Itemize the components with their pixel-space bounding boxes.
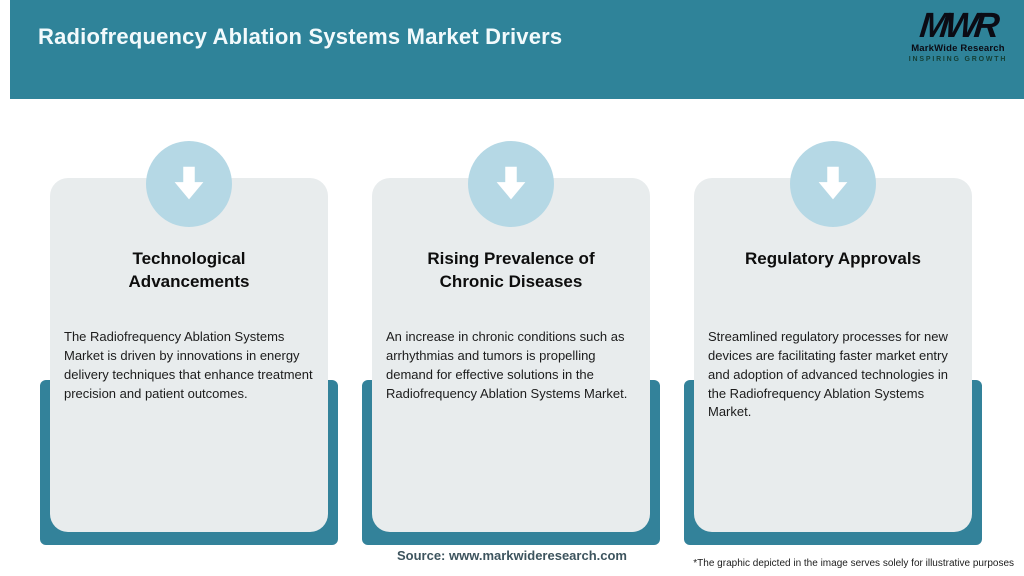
card-title: Regulatory Approvals [744, 249, 922, 268]
driver-card-group: Regulatory Approvals Streamlined regulat… [684, 141, 982, 545]
brand-logo: MWR MarkWide Research INSPIRING GROWTH [904, 6, 1012, 63]
header-bar: Radiofrequency Ablation Systems Market D… [10, 0, 1024, 99]
logo-monogram: MWR [918, 6, 998, 45]
down-arrow-icon [790, 141, 876, 227]
disclaimer-text: *The graphic depicted in the image serve… [693, 558, 1014, 569]
card-body: An increase in chronic conditions such a… [386, 329, 628, 401]
driver-card-group: Rising Prevalence of Chronic Diseases An… [362, 141, 660, 545]
down-arrow-icon [146, 141, 232, 227]
logo-tagline: INSPIRING GROWTH [908, 55, 1008, 63]
page-title: Radiofrequency Ablation Systems Market D… [38, 24, 563, 49]
driver-card: Regulatory Approvals Streamlined regulat… [694, 178, 972, 532]
source-text: Source: www.markwideresearch.com [396, 548, 627, 563]
down-arrow-icon [468, 141, 554, 227]
card-body: The Radiofrequency Ablation Systems Mark… [64, 329, 313, 401]
card-title: Rising Prevalence of Chronic Diseases [427, 249, 595, 291]
card-title: Technological Advancements [128, 249, 250, 291]
card-body: Streamlined regulatory processes for new… [708, 329, 948, 420]
logo-name: MarkWide Research [911, 43, 1005, 54]
driver-card: Rising Prevalence of Chronic Diseases An… [372, 178, 650, 532]
driver-card: Technological Advancements The Radiofreq… [50, 178, 328, 532]
driver-card-group: Technological Advancements The Radiofreq… [40, 141, 338, 545]
